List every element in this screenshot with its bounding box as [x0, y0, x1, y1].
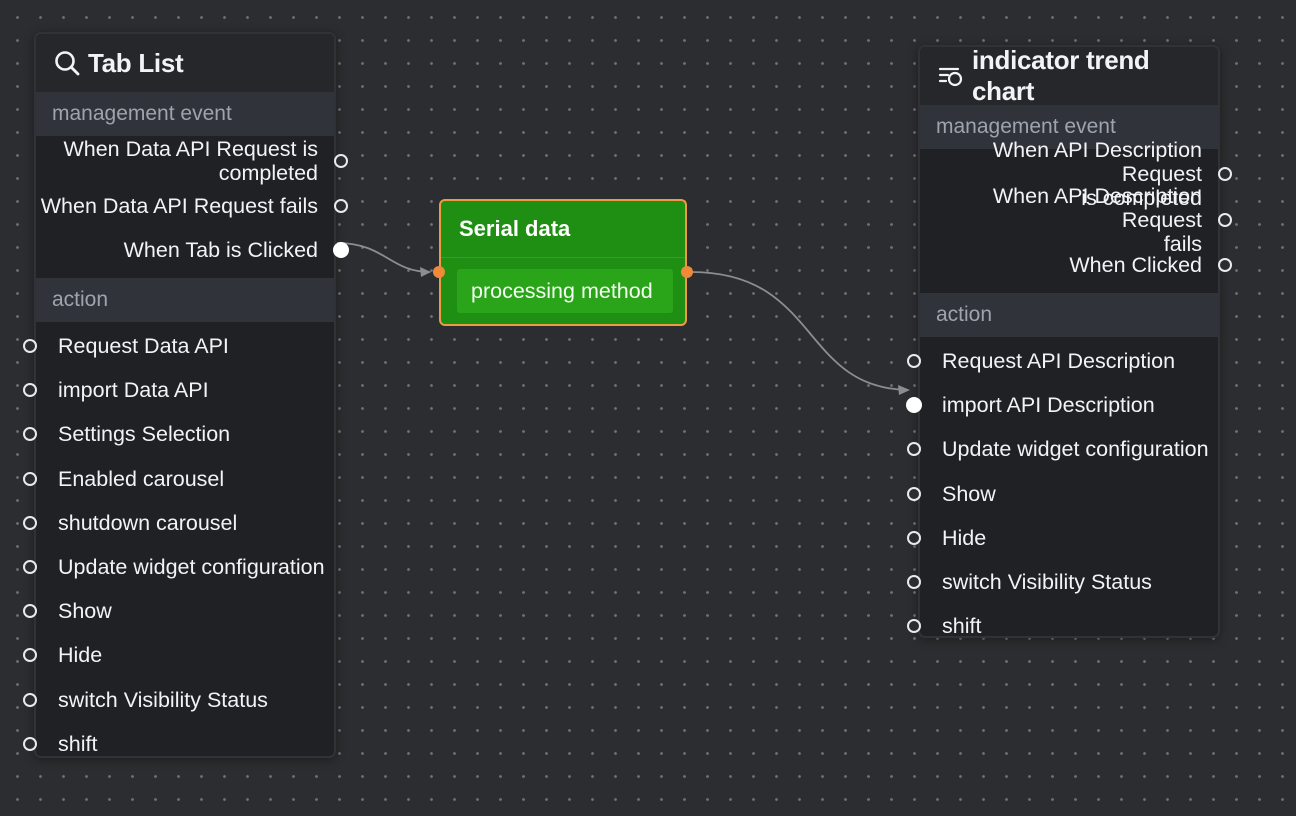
action-label: Settings Selection — [58, 422, 231, 447]
output-port[interactable] — [333, 242, 349, 258]
action-label: shift — [942, 614, 982, 639]
node-title: Tab List — [88, 47, 184, 78]
input-port[interactable] — [23, 427, 37, 442]
event-label-line: is completed — [1081, 186, 1202, 210]
node-title: Serial data processing — [441, 201, 685, 297]
action-row[interactable]: Update widget configuration — [23, 545, 334, 589]
output-port[interactable] — [681, 266, 693, 278]
action-label: Request Data API — [58, 334, 229, 359]
input-port[interactable] — [23, 339, 37, 354]
action-row[interactable]: Hide — [907, 516, 1218, 560]
output-port[interactable] — [1218, 213, 1232, 227]
indicator-trend-chart-node[interactable]: indicator trend chart management event W… — [906, 45, 1232, 638]
event-label-line: When Data API Request fails — [40, 194, 318, 218]
action-label: Show — [942, 481, 996, 506]
input-port[interactable] — [23, 471, 37, 486]
processing-method-button[interactable]: processing method — [457, 269, 673, 313]
event-label: When Data API Request fails — [41, 194, 318, 218]
event-label: When Clicked — [1069, 253, 1202, 277]
wire-processing-to-import-api — [690, 271, 909, 391]
event-label-line: When Tab is Clicked — [123, 238, 318, 262]
action-section-label: action — [36, 278, 334, 322]
action-label: Hide — [942, 525, 987, 550]
action-row[interactable]: shift — [907, 604, 1218, 648]
action-label: Enabled carousel — [58, 466, 225, 491]
action-row[interactable]: Hide — [23, 633, 334, 677]
event-label-line: When API Description Request — [992, 138, 1202, 186]
action-label: Request API Description — [942, 349, 1176, 374]
action-row[interactable]: import Data API — [23, 368, 334, 412]
action-label: Hide — [58, 643, 103, 668]
node-header[interactable]: Tab List — [36, 34, 334, 92]
event-label-line: When Clicked — [1069, 253, 1202, 277]
node-title: indicator trend chart — [972, 45, 1150, 106]
action-row[interactable]: Enabled carousel — [23, 457, 334, 501]
search-icon — [54, 50, 80, 76]
action-label: shift — [58, 731, 98, 756]
event-label-line: fails — [1163, 232, 1202, 256]
input-port[interactable] — [23, 648, 37, 663]
event-label-line: When Data API Request is — [63, 137, 318, 161]
event-row[interactable]: When Data API Request fails — [36, 184, 348, 228]
action-label: Show — [58, 599, 112, 624]
action-row[interactable]: shift — [23, 722, 334, 766]
input-port[interactable] — [23, 604, 37, 619]
input-port[interactable] — [907, 442, 921, 457]
event-row[interactable]: When Clicked — [920, 243, 1232, 287]
action-row[interactable]: import API Description — [906, 383, 1218, 427]
input-port[interactable] — [23, 515, 37, 530]
input-port[interactable] — [906, 397, 922, 414]
input-port[interactable] — [23, 692, 37, 707]
action-row[interactable]: Update widget configuration — [907, 427, 1218, 471]
output-port[interactable] — [1218, 167, 1232, 181]
event-row[interactable]: When Tab is Clicked — [36, 228, 349, 272]
action-label: import Data API — [58, 378, 209, 403]
input-port[interactable] — [907, 530, 921, 545]
action-row[interactable]: Request Data API — [23, 324, 334, 368]
action-row[interactable]: Request API Description — [907, 339, 1218, 383]
action-label: switch Visibility Status — [58, 687, 268, 712]
action-label: Update widget configuration — [942, 437, 1209, 462]
wire-arrowhead — [420, 267, 431, 277]
event-label-line: When API Description Request — [992, 184, 1202, 232]
event-label: When Tab is Clicked — [124, 238, 318, 262]
action-row[interactable]: switch Visibility Status — [907, 560, 1218, 604]
serial-data-processing-node[interactable]: Serial data processing processing method — [433, 199, 693, 326]
action-label: shutdown carousel — [58, 510, 238, 535]
tab-list-node[interactable]: Tab List management event When Data API … — [23, 32, 349, 758]
chart-list-icon — [938, 63, 964, 89]
input-port[interactable] — [907, 354, 921, 369]
action-label: switch Visibility Status — [942, 570, 1152, 595]
event-section-label: management event — [36, 92, 334, 136]
action-row[interactable]: Show — [23, 589, 334, 633]
input-port[interactable] — [23, 560, 37, 575]
action-row[interactable]: switch Visibility Status — [23, 678, 334, 722]
action-label: import API Description — [942, 393, 1155, 418]
node-header[interactable]: indicator trend chart — [920, 45, 1218, 106]
event-label-line: completed — [218, 161, 318, 185]
action-row[interactable]: Show — [907, 472, 1218, 516]
output-port[interactable] — [1218, 258, 1232, 272]
input-port[interactable] — [907, 619, 921, 634]
action-label: Update widget configuration — [58, 555, 325, 580]
wire-tab-clicked-to-processing — [336, 242, 431, 273]
action-row[interactable]: shutdown carousel — [23, 501, 334, 545]
input-port[interactable] — [907, 486, 921, 501]
input-port[interactable] — [907, 575, 921, 590]
action-section-label: action — [920, 293, 1218, 337]
input-port[interactable] — [433, 266, 445, 278]
wire-arrowhead — [898, 385, 910, 395]
output-port[interactable] — [334, 154, 348, 168]
input-port[interactable] — [23, 383, 37, 398]
input-port[interactable] — [23, 736, 37, 751]
action-row[interactable]: Settings Selection — [23, 412, 334, 456]
event-section-label: management event — [920, 105, 1218, 149]
output-port[interactable] — [334, 199, 348, 213]
